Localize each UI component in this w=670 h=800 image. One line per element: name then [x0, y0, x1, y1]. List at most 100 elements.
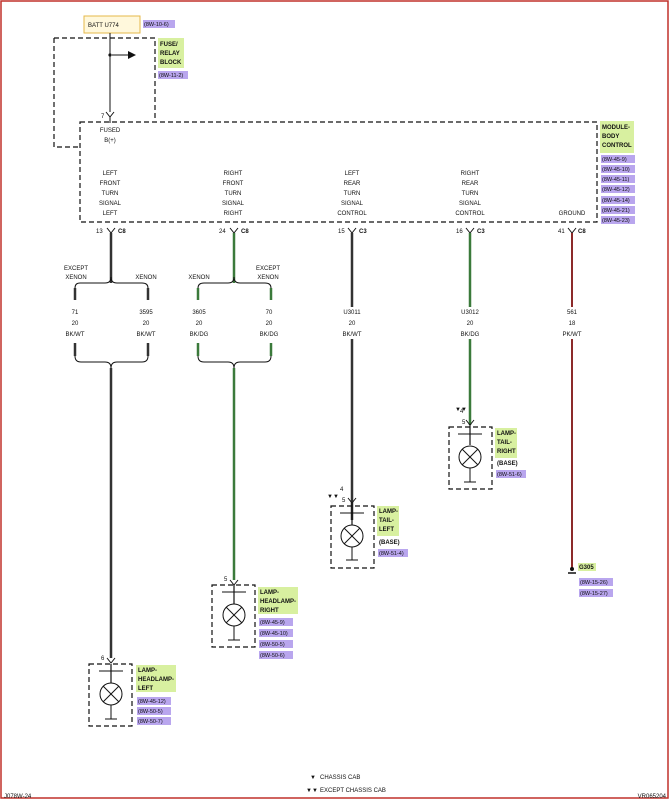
- pin-41-icon: [567, 227, 577, 234]
- left-branch-split: [74, 276, 149, 289]
- headlamp-right-outline: [211, 584, 256, 648]
- fuse-relay-ref[interactable]: (8W-11-2): [159, 73, 183, 79]
- svg-text:FRONT: FRONT: [100, 181, 121, 187]
- battery-ref[interactable]: (8W-10-6): [144, 22, 169, 28]
- fuse-relay-ref-tag: [158, 71, 188, 79]
- svg-text:18: 18: [569, 321, 576, 327]
- battery-label: BATT U774: [88, 23, 119, 29]
- fused-pin-number: 7: [101, 114, 105, 120]
- svg-text:5: 5: [462, 420, 466, 426]
- svg-text:5: 5: [342, 498, 346, 504]
- lamp-headlamp-left[interactable]: 6 LAMP- HEADLAMP- LEFT (8W-45-12) (8W-50…: [88, 656, 176, 727]
- svg-text:C8: C8: [241, 229, 249, 235]
- svg-text:LAMP-: LAMP-: [260, 590, 279, 596]
- left-branch-join: [74, 355, 149, 369]
- svg-text:20: 20: [196, 321, 203, 327]
- svg-text:REAR: REAR: [462, 181, 479, 187]
- svg-text:RIGHT: RIGHT: [224, 171, 243, 177]
- pin-15-icon: [347, 227, 357, 234]
- wire-label-3595: 3595 20 BK/WT: [137, 310, 156, 338]
- module-ref-4[interactable]: (8W-45-12): [602, 187, 630, 193]
- tail-left-outline: [330, 505, 375, 569]
- battery-ref-tag: [143, 20, 175, 28]
- svg-text:GROUND: GROUND: [559, 211, 586, 217]
- svg-text:TURN: TURN: [102, 191, 119, 197]
- svg-text:RIGHT: RIGHT: [224, 211, 243, 217]
- function-right-front: RIGHT FRONT TURN SIGNAL RIGHT: [222, 171, 245, 217]
- right-except-label-2: XENON: [257, 275, 278, 281]
- legend-text-1: CHASSIS CAB: [320, 775, 360, 781]
- svg-text:LAMP-: LAMP-: [379, 509, 398, 515]
- svg-text:(8W-50-6): (8W-50-6): [260, 653, 285, 659]
- svg-text:20: 20: [143, 321, 150, 327]
- footer-right: VR065204: [638, 794, 667, 800]
- svg-text:4: 4: [340, 487, 344, 493]
- legend-marker-single: ▼▼: [455, 407, 467, 413]
- legend-symbol-2: ▼▼: [306, 788, 318, 794]
- svg-text:TURN: TURN: [344, 191, 361, 197]
- svg-text:24: 24: [219, 229, 226, 235]
- left-except-label-2: XENON: [65, 275, 86, 281]
- svg-text:(8W-50-5): (8W-50-5): [260, 642, 285, 648]
- module-ref-2[interactable]: (8W-45-10): [602, 167, 630, 173]
- svg-text:BK/WT: BK/WT: [137, 332, 156, 338]
- wire-label-3605: 3605 20 BK/DG: [190, 310, 209, 338]
- ground-g305[interactable]: G305 (8W-15-26) (8W-15-27): [568, 563, 613, 597]
- svg-text:(8W-15-26): (8W-15-26): [580, 580, 608, 586]
- module-ref-6[interactable]: (8W-45-21): [602, 208, 630, 214]
- module-line-2[interactable]: BODY: [602, 134, 619, 140]
- lamp-tail-left[interactable]: ▼▼ 4 5 LAMP- TAIL- LEFT (BASE) (8W-51-4): [327, 487, 408, 569]
- svg-text:(BASE): (BASE): [379, 540, 400, 546]
- fuse-relay-line-2[interactable]: RELAY: [160, 51, 180, 57]
- right-branch-split: [197, 276, 272, 289]
- svg-text:U3012: U3012: [461, 310, 479, 316]
- headlamp-left-outline: [88, 663, 133, 727]
- module-ref-3[interactable]: (8W-45-11): [602, 177, 629, 183]
- fused-label-2: B(+): [104, 138, 116, 144]
- svg-text:(8W-51-6): (8W-51-6): [497, 472, 522, 478]
- module-ref-5[interactable]: (8W-45-14): [602, 198, 630, 204]
- svg-text:(8W-45-12): (8W-45-12): [138, 699, 166, 705]
- svg-text:71: 71: [72, 310, 79, 316]
- footer-left: J078W-24: [4, 794, 32, 800]
- module-line-3[interactable]: CONTROL: [602, 143, 632, 149]
- wire-label-561: 561 18 PK/WT: [558, 307, 586, 339]
- pin-13-icon: [106, 227, 116, 234]
- right-except-label-1: EXCEPT: [256, 266, 280, 272]
- wire-label-70: 70 20 BK/DG: [260, 310, 279, 338]
- right-xenon-label: XENON: [188, 275, 209, 281]
- wire-label-u3011: U3011 20 BK/WT: [338, 307, 366, 339]
- svg-text:SIGNAL: SIGNAL: [222, 201, 245, 207]
- svg-text:LAMP-: LAMP-: [138, 668, 157, 674]
- svg-text:RIGHT: RIGHT: [461, 171, 480, 177]
- svg-text:4: 4: [460, 409, 464, 415]
- left-except-label-1: EXCEPT: [64, 266, 88, 272]
- svg-text:G305: G305: [579, 565, 594, 571]
- legend-symbol-1: ▼: [310, 775, 316, 781]
- svg-text:CONTROL: CONTROL: [455, 211, 485, 217]
- module-line-1[interactable]: MODULE-: [602, 125, 630, 131]
- module-ref-1[interactable]: (8W-45-9): [602, 157, 627, 163]
- fuse-relay-line-1[interactable]: FUSE/: [160, 42, 178, 48]
- fuse-relay-line-3[interactable]: BLOCK: [160, 60, 182, 66]
- svg-text:SIGNAL: SIGNAL: [99, 201, 122, 207]
- svg-text:20: 20: [349, 321, 356, 327]
- svg-text:LEFT: LEFT: [379, 527, 394, 533]
- left-xenon-label: XENON: [135, 275, 156, 281]
- svg-text:TURN: TURN: [225, 191, 242, 197]
- lamp-headlamp-right[interactable]: 5 LAMP- HEADLAMP- RIGHT (8W-45-9) (8W-45…: [211, 577, 298, 659]
- svg-text:41: 41: [558, 229, 565, 235]
- module-ref-7[interactable]: (8W-45-23): [602, 218, 630, 224]
- svg-text:BK/WT: BK/WT: [343, 332, 362, 338]
- function-left-rear: LEFT REAR TURN SIGNAL CONTROL: [337, 171, 367, 217]
- svg-text:FRONT: FRONT: [223, 181, 244, 187]
- svg-text:C3: C3: [477, 229, 485, 235]
- pin-24-icon: [229, 227, 239, 234]
- svg-text:HEADLAMP-: HEADLAMP-: [138, 677, 174, 683]
- lamp-tail-right[interactable]: ▼▼ 4 5 LAMP- TAIL- RIGHT (BASE) (8W-51-6…: [448, 407, 526, 490]
- fused-label-1: FUSED: [100, 128, 121, 134]
- svg-text:70: 70: [266, 310, 273, 316]
- function-left-front: LEFT FRONT TURN SIGNAL LEFT: [99, 171, 122, 217]
- wire-label-u3012: U3012 20 BK/DG: [456, 307, 484, 339]
- module-ref-list: (8W-45-9) (8W-45-10) (8W-45-11) (8W-45-1…: [601, 155, 635, 224]
